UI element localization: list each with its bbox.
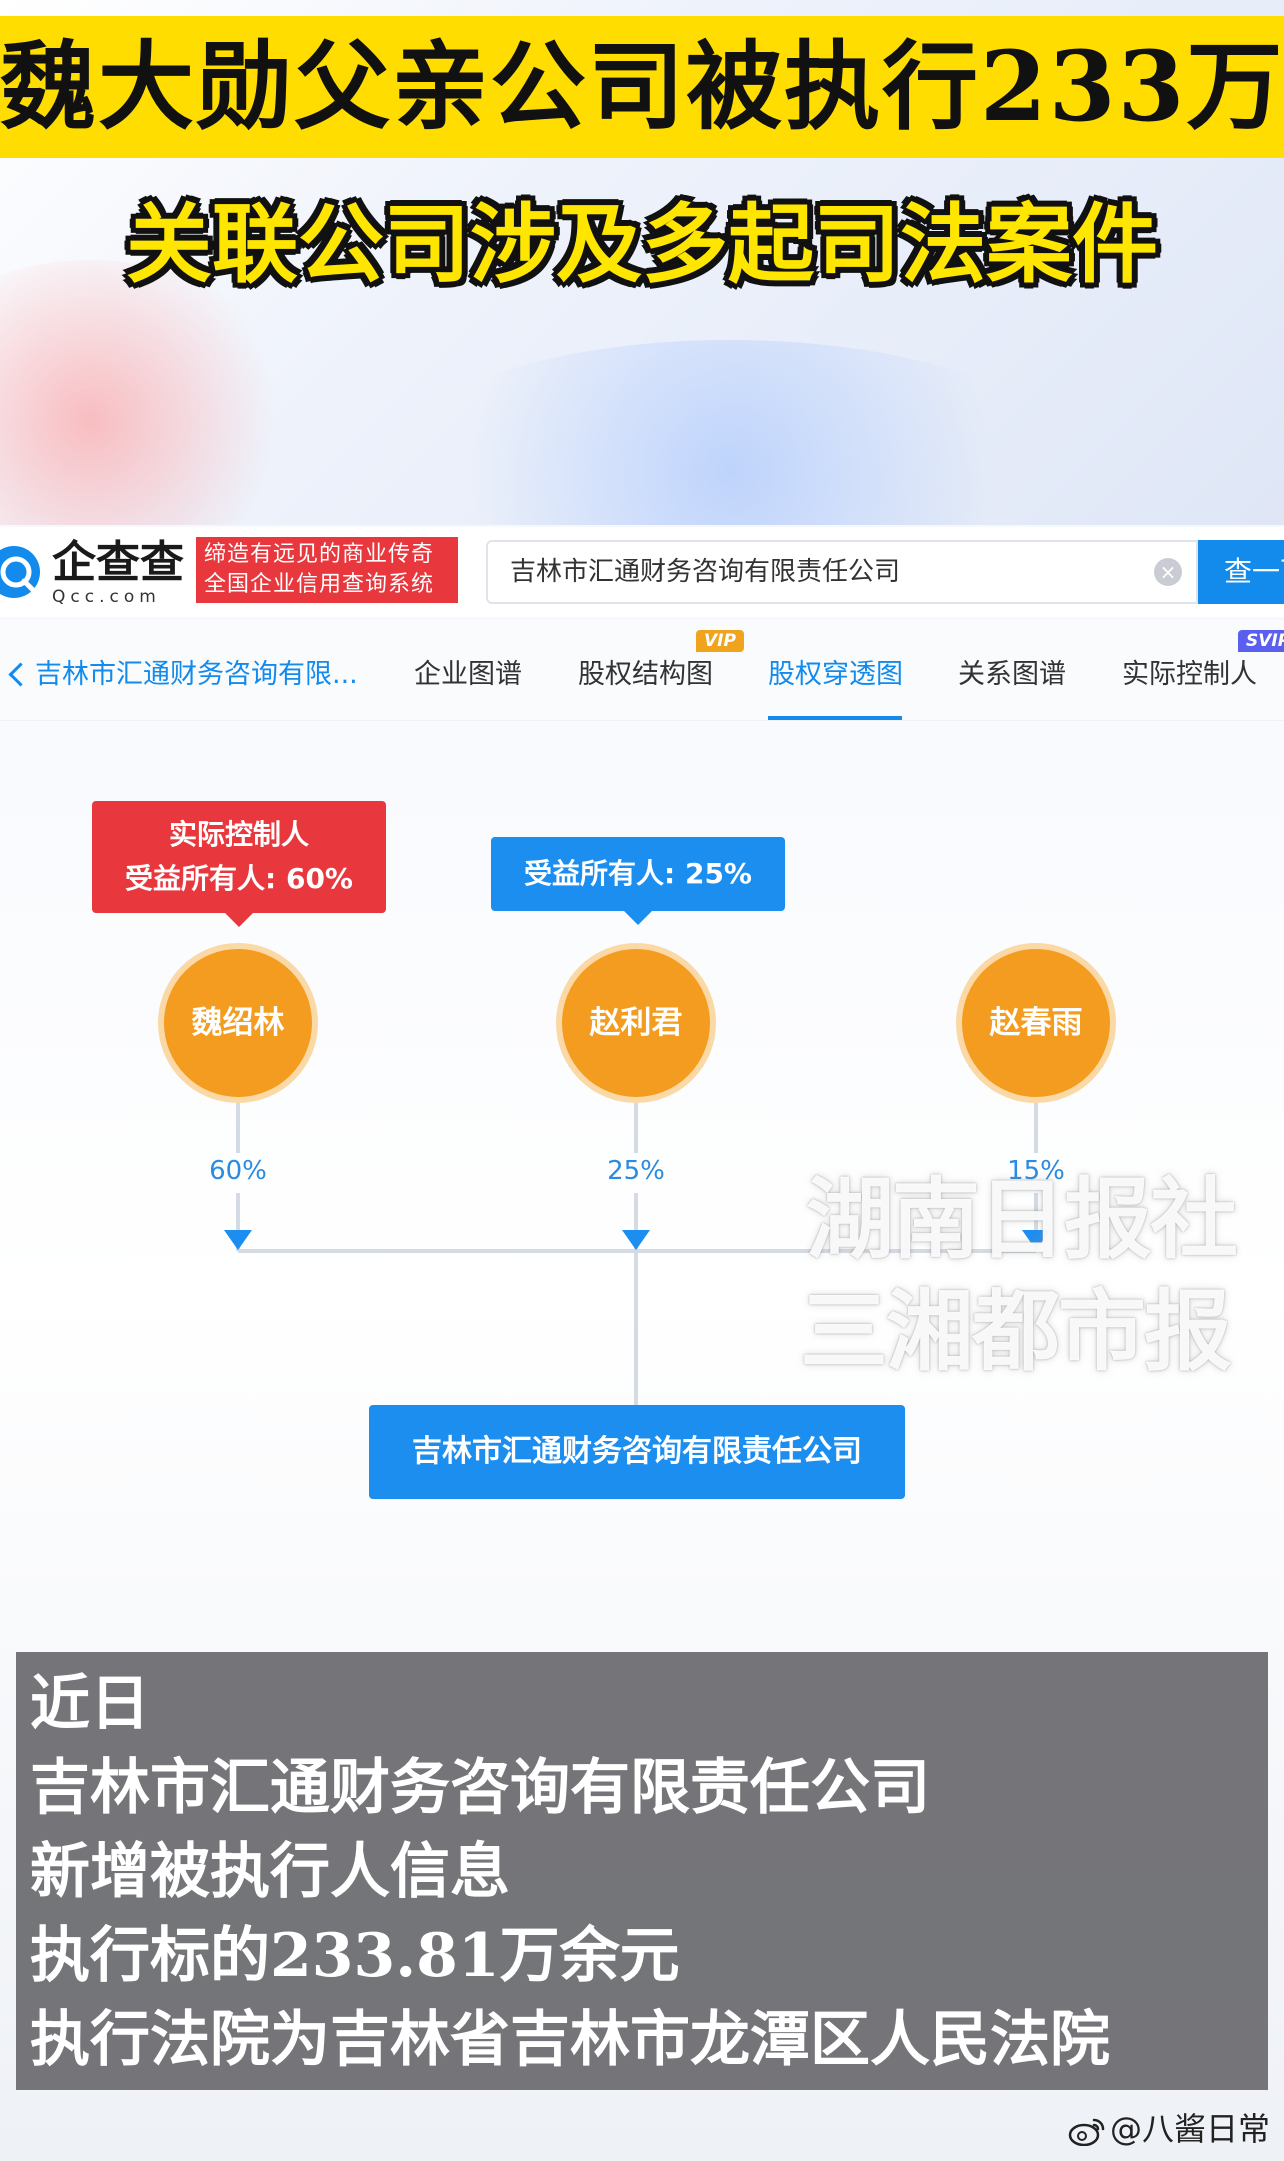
banner-glow-blue (380, 340, 1080, 525)
tab-enterprise-graph[interactable]: 企业图谱 (414, 659, 522, 690)
news-caption: 近日 吉林市汇通财务咨询有限责任公司 新增被执行人信息 执行标的233.81万余… (16, 1652, 1268, 2090)
headline-title: 魏大勋父亲公司被执行233万 (0, 30, 1284, 143)
equity-penetration-diagram: 实际控制人 受益所有人: 60% 受益所有人: 25% 魏绍林 赵利君 赵春雨 … (0, 721, 1284, 1601)
chevron-left-icon[interactable] (8, 662, 33, 687)
weibo-credit: @八酱日常 (1068, 2106, 1270, 2152)
shareholder-node[interactable]: 魏绍林 (158, 943, 318, 1103)
share-percentage: 15% (1007, 1156, 1065, 1186)
tag-pointer (624, 911, 652, 925)
company-back-label[interactable]: 吉林市汇通财务咨询有限... (35, 659, 358, 690)
headline-subtitle: 关联公司涉及多起司法案件 (126, 194, 1158, 295)
tab-equity-penetration[interactable]: 股权穿透图 (768, 659, 903, 690)
arrow-down-icon (1022, 1230, 1050, 1250)
caption-line: 执行标的233.81万余元 (30, 1921, 680, 1991)
qcc-logo-icon[interactable] (0, 541, 44, 603)
caption-line: 执行法院为吉林省吉林市龙潭区人民法院 (30, 2005, 1110, 2075)
search-input-value[interactable]: 吉林市汇通财务咨询有限责任公司 (510, 557, 901, 587)
caption-line: 新增被执行人信息 (30, 1837, 510, 1907)
qcc-slogan: 缔造有远见的商业传奇 全国企业信用查询系统 (196, 537, 458, 603)
search-input[interactable]: 吉林市汇通财务咨询有限责任公司 × (486, 540, 1198, 604)
title-background-bar (0, 16, 1284, 158)
company-back-link[interactable]: 吉林市汇通财务咨询有限... (0, 658, 358, 692)
slogan-line-2: 全国企业信用查询系统 (204, 572, 435, 597)
qcc-logo-text[interactable]: 企查查 (52, 537, 184, 588)
credit-handle: @八酱日常 (1109, 2110, 1270, 2148)
actual-controller-tag: 实际控制人 受益所有人: 60% (92, 801, 386, 927)
vip-badge: VIP (696, 630, 744, 652)
title-banner: 魏大勋父亲公司被执行233万 关联公司涉及多起司法案件 (0, 0, 1284, 525)
graph-tabs: 吉林市汇通财务咨询有限... 企业图谱 股权结构图 股权穿透图 关系图谱 实际控… (0, 620, 1284, 721)
slogan-line-1: 缔造有远见的商业传奇 (204, 542, 435, 567)
qcc-logo-domain: Qcc.com (52, 587, 161, 607)
controller-tag-line-1: 实际控制人 (168, 818, 309, 851)
shareholder-node[interactable]: 赵利君 (556, 943, 716, 1103)
tab-equity-structure[interactable]: 股权结构图 (578, 659, 713, 690)
controller-tag-line-2: 受益所有人: 60% (125, 862, 353, 895)
caption-line: 近日 (30, 1669, 150, 1739)
beneficiary-tag-text: 受益所有人: 25% (524, 857, 752, 890)
diagram-connectors (224, 1103, 1050, 1405)
tab-actual-controller[interactable]: 实际控制人 (1122, 659, 1257, 690)
tab-relationship-graph[interactable]: 关系图谱 (958, 659, 1066, 690)
media-watermark: 三湘都市报 (800, 1280, 1232, 1383)
share-percentage: 25% (607, 1156, 665, 1186)
media-watermark: 湖南日报社 (806, 1168, 1238, 1271)
caption-line: 吉林市汇通财务咨询有限责任公司 (30, 1753, 930, 1823)
arrow-down-icon (622, 1230, 650, 1250)
weibo-icon (1068, 2118, 1105, 2146)
beneficiary-tag: 受益所有人: 25% (491, 837, 785, 925)
tag-pointer (225, 913, 253, 927)
svip-badge: SVIP (1238, 630, 1284, 652)
active-tab-indicator (768, 716, 902, 720)
qcc-header: 企查查 Qcc.com 缔造有远见的商业传奇 全国企业信用查询系统 吉林市汇通财… (0, 527, 1284, 617)
arrow-down-icon (224, 1230, 252, 1250)
share-percentage: 60% (209, 1156, 267, 1186)
company-node[interactable]: 吉林市汇通财务咨询有限责任公司 (369, 1405, 905, 1499)
search-button[interactable]: 查一下 (1198, 540, 1284, 604)
clear-icon[interactable]: × (1154, 558, 1182, 586)
shareholder-node[interactable]: 赵春雨 (956, 943, 1116, 1103)
